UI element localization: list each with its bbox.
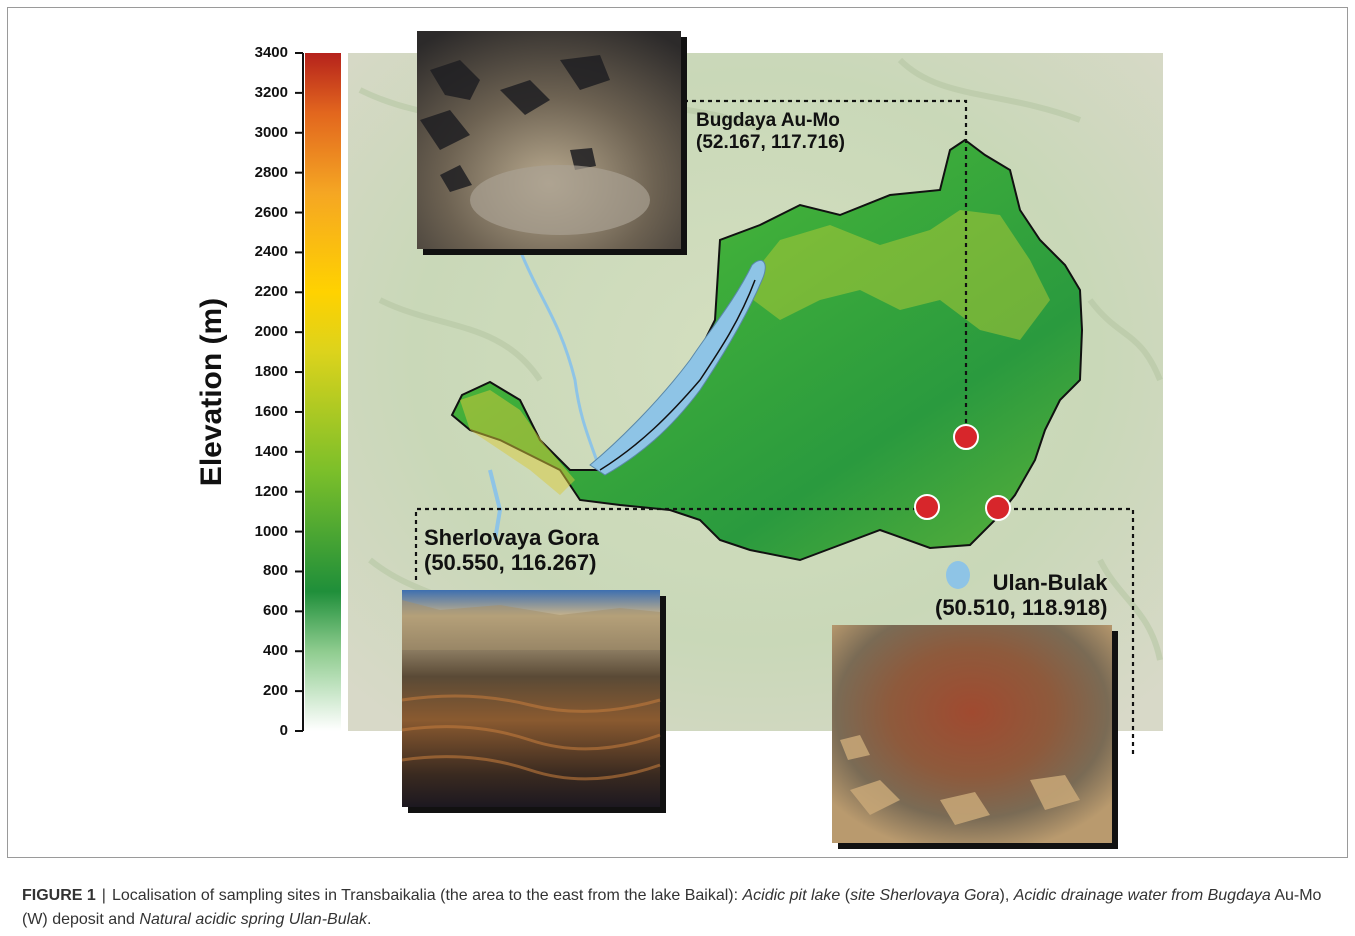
figure-caption: FIGURE 1 | Localisation of sampling sites … (22, 884, 1332, 932)
site-coords: (50.550, 116.267) (424, 550, 597, 576)
site-coords: (52.167, 117.716) (696, 131, 845, 153)
tick-label: 2400 (254, 243, 288, 261)
map-figure (295, 31, 1163, 849)
tick-label: 1400 (254, 442, 288, 460)
tick-label: 200 (262, 682, 288, 700)
caption-italic: Acidic pit lake (742, 887, 841, 904)
caption-text: . (367, 911, 372, 928)
label-sherlovaya: Sherlovaya Gora (50.550, 116.267) (424, 525, 599, 576)
figure-label: FIGURE 1 (22, 887, 96, 904)
site-name: Ulan-Bulak (992, 570, 1108, 595)
caption-italic: site Sherlovaya Gora (850, 887, 1000, 904)
lake-baikal (589, 260, 766, 476)
label-bugdaya: Bugdaya Au-Mo (52.167, 117.716) (696, 110, 845, 154)
stone-shapes (840, 735, 1080, 825)
tick-label: 2600 (254, 203, 288, 221)
site-coords: (50.510, 118.918) (935, 595, 1108, 621)
tick-label: 1800 (254, 363, 288, 381)
highland-area (740, 210, 1050, 340)
tick-label: 1000 (254, 522, 288, 540)
tick-label: 1200 (254, 482, 288, 500)
tick-label: 0 (279, 722, 288, 739)
caption-text: Au-Mo (W) deposit and (22, 887, 1322, 928)
colorbar-ticks (295, 52, 303, 732)
river-icon (518, 249, 602, 471)
tick-label: 1600 (254, 402, 288, 420)
connector-line (998, 507, 1135, 755)
site-marker-sherlovaya[interactable] (914, 494, 940, 520)
lake-icon (946, 561, 970, 589)
elevation-colorbar (305, 53, 341, 731)
site-name: Bugdaya Au-Mo (696, 110, 840, 131)
site-marker-ulan-bulak[interactable] (985, 495, 1011, 521)
elevation-axis-title: Elevation (m) (195, 297, 228, 487)
tick-label: 2200 (254, 283, 288, 301)
caption-italic: Acidic drainage water from Bugdaya (1013, 887, 1271, 904)
water-puddle (470, 165, 650, 235)
tick-label: 800 (262, 562, 288, 580)
caption-text: Localisation of sampling sites in Transb… (111, 887, 743, 904)
highland-area (460, 390, 575, 495)
tick-label: 2800 (254, 163, 288, 181)
tick-label: 3000 (254, 123, 288, 141)
caption-text: ), (999, 887, 1014, 904)
label-ulan-bulak: Ulan-Bulak (50.510, 118.918) (935, 570, 1107, 621)
tick-label: 3400 (254, 44, 288, 61)
pit-wall (402, 600, 660, 650)
tick-label: 600 (262, 602, 288, 620)
region-outline (599, 279, 756, 471)
tick-label: 400 (262, 642, 288, 660)
site-marker-bugdaya[interactable] (953, 424, 979, 450)
tick-label: 2000 (254, 323, 288, 341)
site-name: Sherlovaya Gora (424, 525, 599, 550)
connector-line (684, 99, 968, 437)
connector-line (414, 507, 927, 580)
caption-text: ( (840, 887, 851, 904)
caption-separator: | (101, 887, 106, 904)
rock-shapes (420, 55, 610, 192)
tick-label: 3200 (254, 83, 288, 101)
water-ripples (401, 694, 661, 781)
caption-italic: Natural acidic spring Ulan-Bulak (139, 911, 368, 928)
